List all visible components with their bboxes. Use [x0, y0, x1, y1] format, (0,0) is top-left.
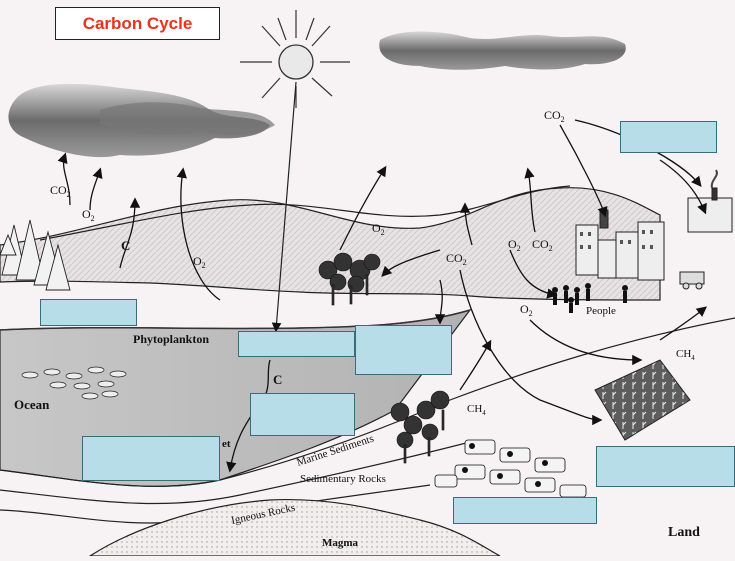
label-partial-et: et: [222, 438, 231, 450]
label-co2-top-right: CO2: [544, 108, 565, 124]
sedimentary-rock-layer: [0, 441, 471, 505]
diagram-title: Carbon Cycle: [55, 7, 220, 40]
trees-lower: [390, 390, 450, 464]
label-magma: Magma: [322, 537, 359, 549]
answer-blank-top-right[interactable]: [620, 121, 717, 153]
factory-right-illustration: [687, 169, 733, 233]
answer-blank-cows[interactable]: [453, 497, 597, 524]
label-co2-center: CO2: [446, 251, 467, 267]
label-c-left: C: [121, 238, 130, 253]
sunlight-ray: [271, 81, 297, 333]
car-icon: [679, 271, 705, 290]
sun-icon: [240, 10, 350, 108]
label-o2-center: O2: [372, 221, 385, 237]
label-land: Land: [668, 525, 700, 540]
label-ocean: Ocean: [14, 397, 50, 412]
label-c-ocean: C: [273, 372, 282, 387]
answer-blank-center[interactable]: [355, 325, 452, 375]
label-phytoplankton: Phytoplankton: [133, 332, 209, 346]
label-o2-people: O2: [520, 302, 533, 318]
answer-blank-forest[interactable]: [40, 299, 137, 326]
label-ch4-field: CH4: [676, 348, 695, 362]
label-co2-right: CO2: [532, 237, 553, 253]
magma-layer: [87, 498, 501, 557]
answer-blank-ocean-carbon[interactable]: [250, 393, 355, 436]
label-o2-left: O2: [82, 207, 95, 223]
rice-field-illustration: [594, 359, 691, 441]
forest-illustration: [0, 219, 71, 291]
cloud-left: [8, 83, 275, 158]
ocean-surface: [0, 309, 471, 331]
hill-upper-line: [39, 185, 571, 241]
label-sedimentary-rocks: Sedimentary Rocks: [300, 473, 386, 485]
trees-center: [318, 252, 381, 306]
answer-blank-phytoplankton[interactable]: [238, 331, 355, 357]
cloud-right: [379, 31, 626, 70]
label-o2-middle: O2: [193, 254, 206, 270]
factory-illustration: [575, 209, 665, 281]
label-people: People: [586, 305, 616, 317]
label-o2-co2-right: O2: [508, 237, 521, 253]
answer-blank-field[interactable]: [596, 446, 735, 487]
label-ch4-cows: CH4: [467, 403, 486, 417]
answer-blank-ocean-floor[interactable]: [82, 436, 220, 481]
label-co2-left: CO2: [50, 183, 71, 199]
marine-sediment-layer: [0, 317, 735, 487]
fish-school-illustration: [21, 366, 127, 400]
cows-illustration: [434, 439, 587, 498]
